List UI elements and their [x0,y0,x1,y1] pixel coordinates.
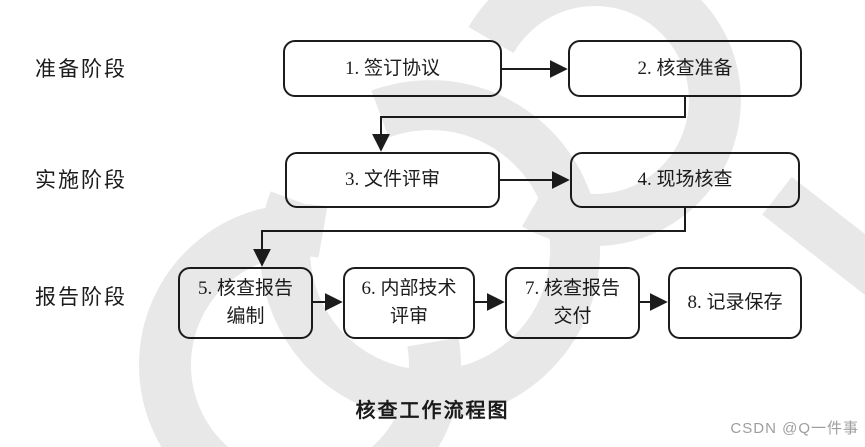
flow-box-document-review: 3. 文件评审 [285,152,500,208]
flow-box-sign-agreement: 1. 签订协议 [283,40,502,97]
flow-box-internal-tech-review: 6. 内部技术 评审 [343,267,475,339]
phase-label-implementation: 实施阶段 [35,168,127,192]
flow-box-report-compilation: 5. 核查报告 编制 [178,267,313,339]
arrow-4-to-5 [253,208,686,267]
phase-label-report: 报告阶段 [35,285,127,309]
flow-box-verification-prep: 2. 核查准备 [568,40,802,97]
flow-box-onsite-verification: 4. 现场核查 [570,152,800,208]
flow-box-record-keeping: 8. 记录保存 [668,267,802,339]
watermark-ring-middle [260,80,601,421]
csdn-credit: CSDN @Q一件事 [730,420,859,437]
flow-box-report-delivery: 7. 核查报告 交付 [505,267,640,339]
arrow-2-to-3 [372,97,686,152]
phase-label-preparation: 准备阶段 [35,57,127,81]
